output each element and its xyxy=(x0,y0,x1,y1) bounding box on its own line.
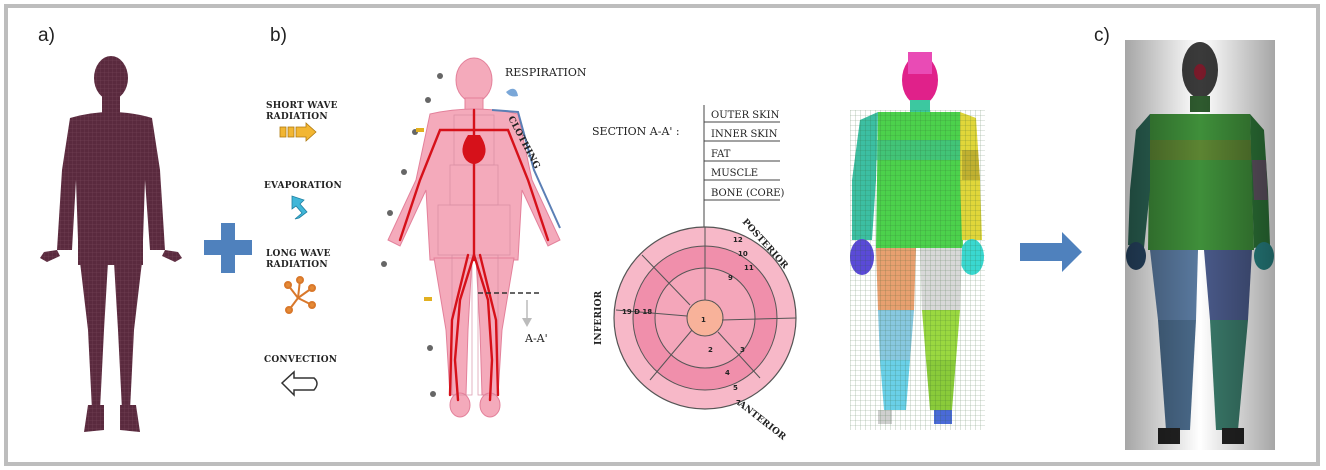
section-diagram: SECTION A-A' : OUTER SKIN INNER SKIN FAT… xyxy=(592,105,796,443)
svg-text:11: 11 xyxy=(744,264,754,272)
section-title: SECTION A-A' : xyxy=(592,125,680,138)
layer-muscle: MUSCLE xyxy=(711,168,758,179)
plus-sign xyxy=(204,223,252,273)
layer-outer-skin: OUTER SKIN xyxy=(711,110,780,121)
respiration-icon xyxy=(506,89,518,97)
transition-arrow-icon xyxy=(1020,232,1082,272)
long-wave-label-1: LONG WAVE xyxy=(266,249,331,259)
combined-body-figure-c xyxy=(1125,40,1275,450)
convection-arrow-icon xyxy=(282,372,317,395)
svg-text:3: 3 xyxy=(740,346,745,354)
svg-text:19 D 18: 19 D 18 xyxy=(622,308,652,316)
body-mesh-figure-a xyxy=(40,56,182,432)
short-wave-label-1: SHORT WAVE xyxy=(266,101,338,111)
layer-inner-skin: INNER SKIN xyxy=(711,129,778,140)
svg-text:2: 2 xyxy=(708,346,713,354)
svg-text:12: 12 xyxy=(733,236,743,244)
long-wave-label-2: RADIATION xyxy=(266,260,328,270)
svg-text:5: 5 xyxy=(733,384,738,392)
inferior-label: INFERIOR xyxy=(594,290,604,345)
respiration-label: RESPIRATION xyxy=(505,66,587,79)
heart-shape xyxy=(462,135,485,164)
long-wave-arrows-icon xyxy=(285,277,315,313)
layer-bone-core: BONE (CORE) xyxy=(711,188,785,199)
evaporation-arrow-icon xyxy=(292,196,307,219)
segmented-mesh-body xyxy=(850,52,985,430)
anterior-label: ANTERIOR xyxy=(735,399,787,443)
thermoregulation-body-diagram: RESPIRATION CLOTHING A-A' xyxy=(381,58,587,417)
evaporation-label: EVAPORATION xyxy=(264,181,342,191)
svg-text:1: 1 xyxy=(701,316,706,324)
svg-text:10: 10 xyxy=(738,250,748,258)
heat-transfer-legend: SHORT WAVE RADIATION EVAPORATION LONG WA… xyxy=(264,101,342,395)
layer-fat: FAT xyxy=(711,149,731,160)
svg-text:4: 4 xyxy=(725,369,730,377)
short-wave-label-2: RADIATION xyxy=(266,112,328,122)
convection-label: CONVECTION xyxy=(264,355,337,365)
short-wave-arrow-icon xyxy=(280,123,316,141)
section-marker-label: A-A' xyxy=(524,332,548,345)
svg-text:9: 9 xyxy=(728,274,733,282)
